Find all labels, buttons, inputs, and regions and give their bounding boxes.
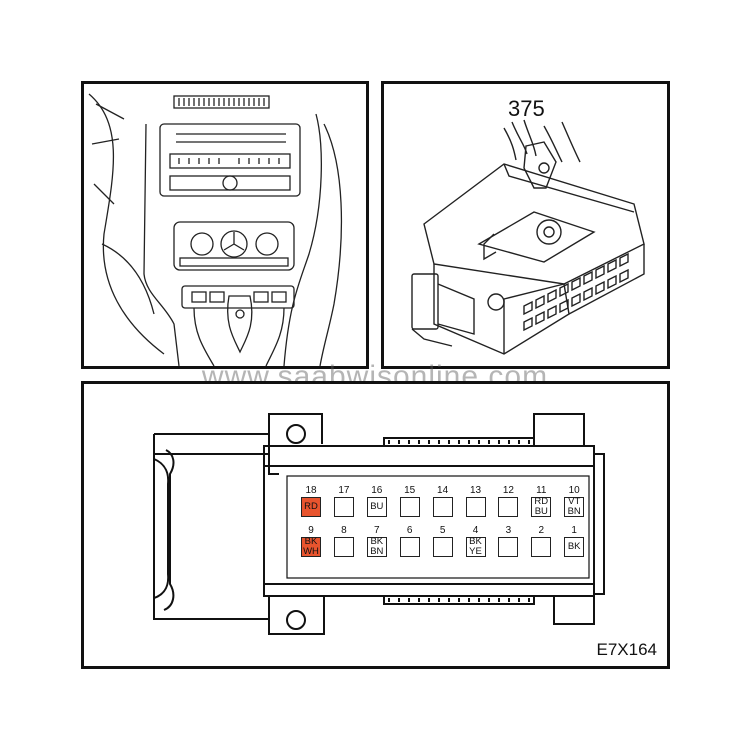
pin-cavity-8 bbox=[333, 537, 354, 557]
pin-cavity-6 bbox=[399, 537, 420, 557]
pin-cavity-5 bbox=[432, 537, 453, 557]
connector-375-panel: 375 bbox=[381, 81, 670, 369]
pin-number: 3 bbox=[505, 525, 512, 536]
connector-face-outline bbox=[153, 413, 605, 635]
pin-cavity-1: BK bbox=[564, 537, 585, 557]
pin-number: 12 bbox=[502, 485, 514, 496]
wire-color-label: BN bbox=[370, 546, 384, 557]
pin-number: 11 bbox=[536, 485, 547, 496]
wire-color-label: BN bbox=[567, 506, 581, 517]
pin-number: 16 bbox=[371, 485, 383, 496]
pin-number: 6 bbox=[406, 525, 413, 536]
wire-color-label: RD bbox=[534, 496, 549, 507]
pin-number: 13 bbox=[469, 485, 482, 496]
wire-color-label: BK bbox=[304, 536, 318, 547]
pin-number: 9 bbox=[308, 525, 314, 536]
wire-color-label: BK bbox=[469, 536, 482, 547]
pin-number: 17 bbox=[338, 485, 350, 496]
pin-cavity-18: RD bbox=[301, 497, 321, 517]
wire-color-label: YE bbox=[469, 546, 482, 557]
connector-callout-number: 375 bbox=[508, 96, 545, 121]
wire-color-label: BU bbox=[534, 506, 548, 517]
pin-number: 1 bbox=[571, 525, 577, 536]
dashboard-illustration bbox=[88, 93, 343, 366]
pin-number: 15 bbox=[404, 485, 416, 496]
pin-number: 5 bbox=[439, 525, 446, 536]
pin-cavity-17 bbox=[333, 497, 354, 517]
wire-color-label: BU bbox=[370, 501, 384, 512]
pin-number: 4 bbox=[472, 525, 479, 536]
pin-cavity-15 bbox=[399, 497, 420, 517]
wire-color-label: BK bbox=[567, 541, 581, 552]
pin-cavity-14 bbox=[432, 497, 453, 517]
pin-cavity-12 bbox=[498, 497, 519, 517]
figure-code: E7X164 bbox=[596, 640, 658, 659]
pin-number: 18 bbox=[305, 485, 317, 496]
pin-number: 14 bbox=[437, 485, 449, 496]
pin-cavity-2 bbox=[531, 537, 552, 557]
pin-number: 7 bbox=[374, 525, 380, 536]
connector-375-illustration bbox=[411, 119, 645, 355]
pin-cavity-13 bbox=[465, 497, 486, 517]
wire-color-label: VT bbox=[568, 496, 581, 507]
wire-color-label: RD bbox=[304, 501, 318, 512]
dashboard-location-panel bbox=[81, 81, 369, 369]
wire-color-label: BK bbox=[370, 536, 384, 547]
pin-cavity-16: BU bbox=[366, 497, 387, 517]
pin-number: 10 bbox=[568, 485, 580, 496]
pin-cavity-3 bbox=[498, 537, 519, 557]
pin-number: 8 bbox=[341, 525, 347, 536]
wire-color-label: WH bbox=[303, 546, 319, 557]
pin-number: 2 bbox=[538, 525, 545, 536]
